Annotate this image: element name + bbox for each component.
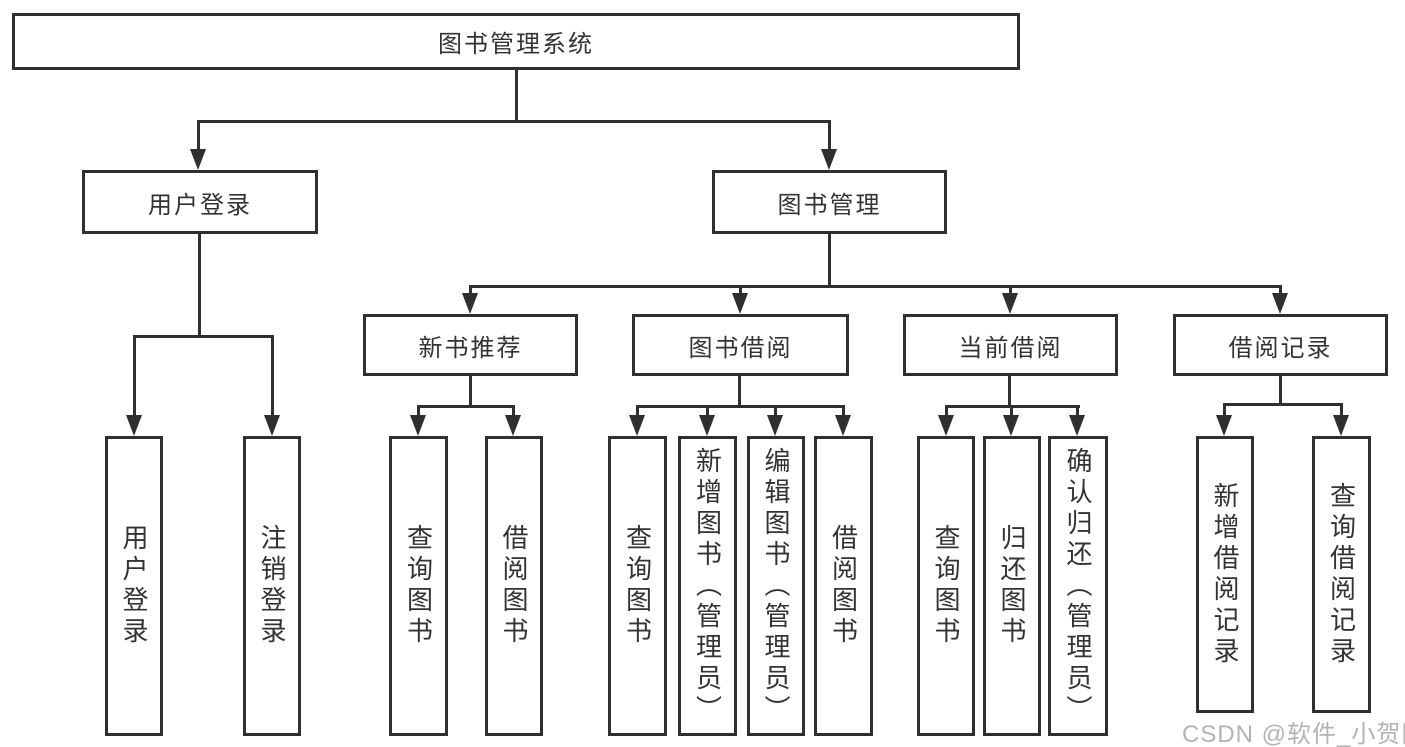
connector-line (1223, 403, 1343, 406)
leaf-borrow-books: 借阅图书 (814, 436, 873, 736)
connector-line (739, 285, 742, 297)
leaf-edit-book-admin: 编辑图书（管理员） (747, 436, 805, 736)
connector-line (469, 285, 472, 297)
leaf-add-book-admin-label: 新增图书（管理员） (692, 446, 723, 726)
connector-line (417, 405, 515, 408)
connector-line (271, 335, 274, 417)
arrowhead-down-icon (264, 415, 280, 436)
connector-line (636, 405, 845, 408)
leaf-user-login: 用户登录 (105, 436, 163, 736)
node-new-book-recommend: 新书推荐 (363, 314, 578, 376)
node-book-management-label: 图书管理 (777, 191, 882, 219)
leaf-query-books-borrow: 查询图书 (608, 436, 667, 736)
arrowhead-down-icon (938, 415, 954, 436)
arrowhead-down-icon (821, 149, 837, 170)
leaf-borrow-books-label: 借阅图书 (828, 524, 859, 648)
node-root: 图书管理系统 (12, 13, 1020, 70)
connector-line (197, 120, 200, 151)
connector-line (197, 120, 831, 123)
node-book-management: 图书管理 (712, 170, 947, 234)
connector-line (1340, 403, 1343, 417)
leaf-confirm-return-admin: 确认归还（管理员） (1048, 436, 1108, 736)
connector-line (636, 405, 639, 417)
leaf-borrow-books-recommend: 借阅图书 (485, 436, 543, 736)
leaf-edit-book-admin-label: 编辑图书（管理员） (761, 446, 791, 726)
connector-line (1010, 405, 1013, 417)
leaf-query-borrow-record-label: 查询借阅记录 (1326, 481, 1357, 668)
leaf-logout-label: 注销登录 (257, 524, 287, 648)
node-new-book-recommend-label: 新书推荐 (418, 334, 523, 362)
arrowhead-down-icon (462, 293, 478, 314)
connector-line (1279, 376, 1282, 406)
connector-line (1009, 285, 1012, 297)
connector-line (1279, 285, 1282, 297)
leaf-return-book-label: 归还图书 (997, 524, 1027, 648)
arrowhead-down-icon (1069, 415, 1085, 436)
arrowhead-down-icon (1333, 415, 1349, 436)
leaf-query-books-recommend-label: 查询图书 (403, 524, 434, 648)
arrowhead-down-icon (190, 149, 206, 170)
node-root-label: 图书管理系统 (438, 31, 594, 58)
arrowhead-down-icon (1272, 293, 1288, 314)
arrowhead-down-icon (835, 415, 851, 436)
leaf-borrow-books-recommend-label: 借阅图书 (499, 524, 529, 648)
connector-line (198, 234, 201, 338)
leaf-query-borrow-record: 查询借阅记录 (1312, 436, 1371, 713)
node-current-borrow-label: 当前借阅 (958, 334, 1063, 362)
connector-line (828, 120, 831, 151)
arrowhead-down-icon (410, 415, 426, 436)
node-current-borrow: 当前借阅 (903, 314, 1118, 376)
connector-line (1008, 376, 1011, 408)
node-book-borrow-label: 图书借阅 (688, 334, 793, 362)
connector-line (842, 405, 845, 417)
connector-line (828, 234, 831, 288)
leaf-confirm-return-admin-label: 确认归还（管理员） (1063, 446, 1093, 726)
connector-line (1076, 405, 1079, 417)
watermark: CSDN @软件_小贺同学 (1182, 721, 1405, 747)
connector-line (706, 405, 709, 417)
arrowhead-down-icon (1003, 415, 1019, 436)
leaf-query-books-current-label: 查询图书 (931, 524, 961, 648)
connector-line (515, 70, 518, 122)
leaf-return-book: 归还图书 (983, 436, 1041, 736)
connector-line (469, 376, 472, 408)
connector-line (469, 285, 1282, 288)
connector-line (1223, 403, 1226, 417)
arrowhead-down-icon (732, 293, 748, 314)
leaf-query-books-current: 查询图书 (917, 436, 975, 736)
arrowhead-down-icon (699, 415, 715, 436)
node-user-login-label: 用户登录 (148, 191, 252, 219)
arrowhead-down-icon (505, 415, 521, 436)
connector-line (133, 335, 136, 417)
node-book-borrow: 图书借阅 (632, 314, 849, 376)
leaf-add-borrow-record-label: 新增借阅记录 (1210, 481, 1240, 668)
arrowhead-down-icon (767, 415, 783, 436)
leaf-user-login-label: 用户登录 (119, 524, 149, 648)
arrowhead-down-icon (629, 415, 645, 436)
connector-line (738, 376, 741, 408)
node-borrow-records-label: 借阅记录 (1228, 334, 1333, 362)
connector-line (417, 405, 420, 417)
leaf-logout: 注销登录 (243, 436, 301, 736)
arrowhead-down-icon (1002, 293, 1018, 314)
connector-line (512, 405, 515, 417)
connector-line (774, 405, 777, 417)
node-user-login: 用户登录 (82, 170, 318, 234)
connector-line (133, 335, 274, 338)
arrowhead-down-icon (1216, 415, 1232, 436)
leaf-query-books-recommend: 查询图书 (389, 436, 448, 736)
leaf-add-borrow-record: 新增借阅记录 (1196, 436, 1254, 713)
leaf-query-books-borrow-label: 查询图书 (622, 524, 653, 648)
arrowhead-down-icon (126, 415, 142, 436)
node-borrow-records: 借阅记录 (1173, 314, 1388, 376)
leaf-add-book-admin: 新增图书（管理员） (678, 436, 737, 736)
connector-line (945, 405, 948, 417)
